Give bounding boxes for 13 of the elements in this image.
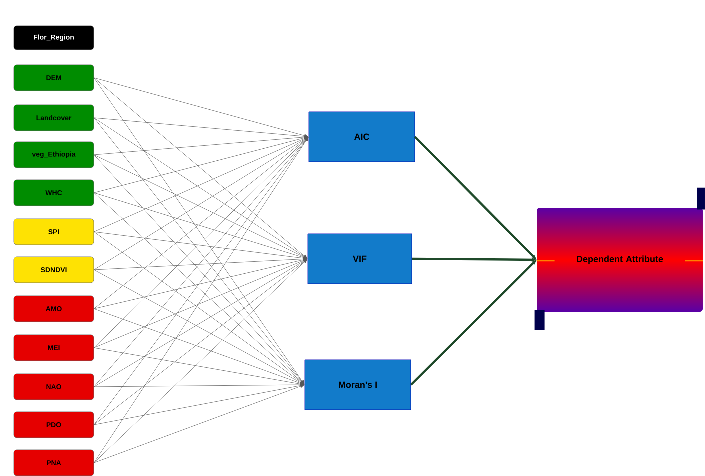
arrow bbox=[94, 78, 308, 138]
process-box: VIF bbox=[308, 234, 412, 284]
node-label: Dependent Attribute bbox=[577, 256, 664, 264]
process-box: Moran's I bbox=[304, 360, 412, 410]
arrow bbox=[94, 118, 308, 138]
arrow bbox=[94, 259, 308, 464]
arrow bbox=[94, 118, 308, 259]
process-box: AIC bbox=[308, 112, 416, 162]
arrow bbox=[94, 384, 304, 426]
arrow bbox=[94, 259, 308, 426]
scroll-box: Dependent Attribute bbox=[534, 188, 705, 330]
arrow bbox=[94, 78, 308, 259]
arrow bbox=[94, 384, 304, 464]
